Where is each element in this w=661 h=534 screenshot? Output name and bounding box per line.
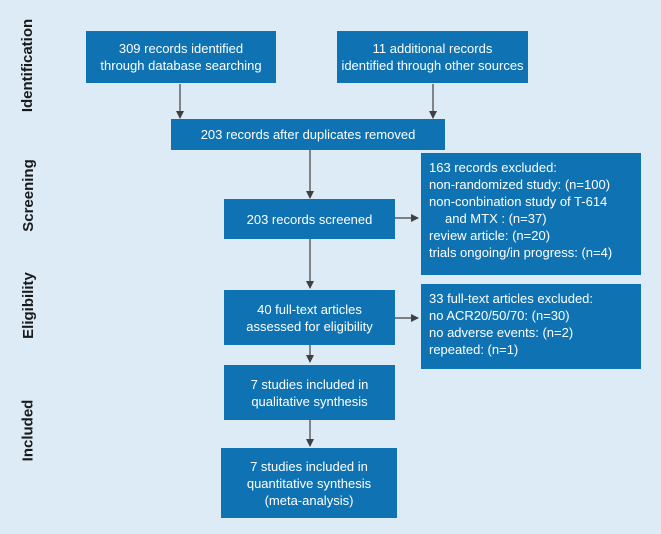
box-line: (meta-analysis) (264, 492, 354, 508)
box-line: non-randomized study: (n=100) (429, 177, 611, 192)
box-line: no ACR20/50/70: (n=30) (429, 308, 570, 323)
box-qualitative-synthesis: 7 studies included in qualitative synthe… (224, 365, 395, 420)
box-records-screened: 203 records screened (224, 199, 395, 239)
box-line: 203 records screened (246, 211, 373, 227)
box-duplicates-removed: 203 records after duplicates removed (171, 119, 445, 150)
box-line: and MTX : (n=37) (445, 211, 547, 226)
box-line: 40 full-text articles (257, 301, 362, 317)
box-line: through database searching (100, 58, 262, 73)
box-line: review article: (n=20) (429, 228, 551, 243)
box-line: 309 records identified (118, 41, 244, 56)
box-line: 33 full-text articles excluded: (429, 291, 594, 306)
box-line: no adverse events: (n=2) (429, 325, 574, 340)
box-fulltext-excluded: 33 full-text articles excluded: no ACR20… (421, 284, 641, 369)
box-line: 163 records excluded: (429, 160, 557, 175)
box-line: trials ongoing/in progress: (n=4) (429, 245, 613, 260)
box-line: repeated: (n=1) (429, 342, 519, 357)
box-line: 7 studies included in (250, 376, 369, 392)
box-line: 203 records after duplicates removed (200, 127, 416, 142)
box-line: 7 studies included in (250, 458, 368, 474)
box-line: identified through other sources (341, 58, 524, 73)
box-line: 11 additional records (372, 41, 493, 56)
box-fulltext-assessed: 40 full-text articles assessed for eligi… (224, 290, 395, 345)
box-other-sources: 11 additional records identified through… (337, 31, 528, 83)
box-line: assessed for eligibility (246, 318, 373, 334)
box-line: qualitative synthesis (251, 393, 368, 409)
box-records-excluded: 163 records excluded: non-randomized stu… (421, 153, 641, 275)
box-line: quantitative synthesis (246, 475, 372, 491)
box-database-records: 309 records identified through database … (86, 31, 276, 83)
box-line: non-conbination study of T-614 (429, 194, 608, 209)
box-quantitative-synthesis: 7 studies included in quantitative synth… (221, 448, 397, 518)
